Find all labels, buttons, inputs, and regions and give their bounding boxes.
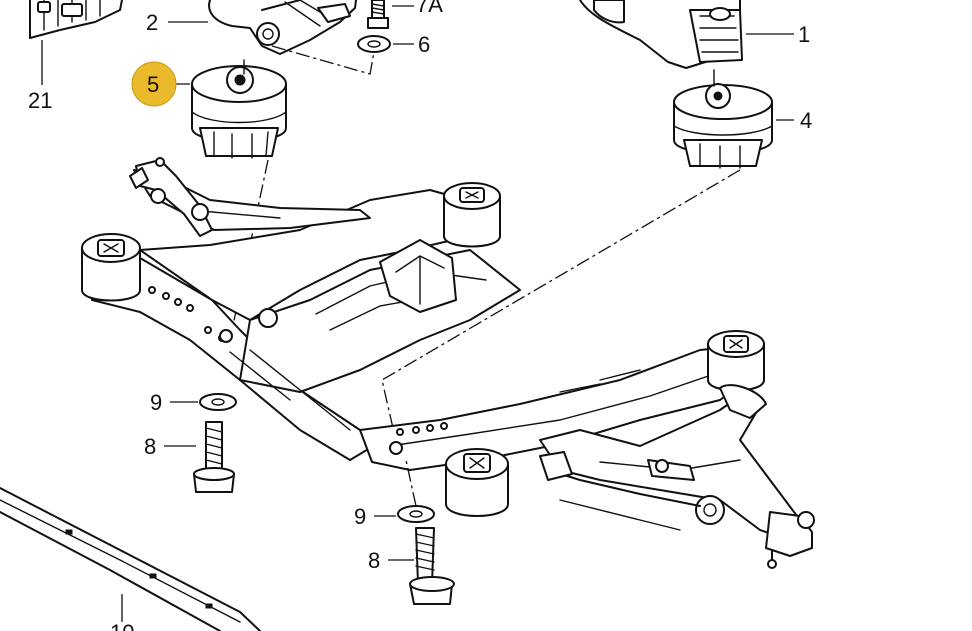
trim-strip-part-10 <box>0 487 261 631</box>
callout-9-right: 9 <box>354 504 366 529</box>
callout-7a: 7A <box>416 0 443 17</box>
body-panel-part-21 <box>29 0 123 85</box>
callout-8-left: 8 <box>144 434 156 459</box>
bushing-rear-left <box>445 448 509 517</box>
callout-4: 4 <box>800 108 812 133</box>
callout-6: 6 <box>418 32 430 57</box>
control-arm-right <box>539 384 815 569</box>
highlight-marker <box>131 61 177 107</box>
callout-1: 1 <box>798 22 810 47</box>
control-arm-left <box>129 157 213 237</box>
engine-mount-left-part-5 <box>166 59 287 331</box>
bolt-part-8-right <box>388 527 455 605</box>
bushing-front-left <box>81 233 141 302</box>
callout-9-left: 9 <box>150 390 162 415</box>
engine-mount-right-part-4 <box>381 69 794 451</box>
highlight-label: 5 <box>147 72 159 97</box>
bolt-part-7a <box>367 0 414 29</box>
engine-bracket-part-2 <box>168 0 357 55</box>
washer-part-9-right <box>374 459 435 523</box>
callout-2: 2 <box>146 10 158 35</box>
bolt-part-8-left <box>164 421 235 493</box>
callout-10: 10 <box>110 620 134 631</box>
callout-8-right: 8 <box>368 548 380 573</box>
callout-labels: 21 2 7A 6 1 4 9 8 9 8 10 <box>28 0 812 631</box>
washer-part-6 <box>271 35 414 75</box>
bushing-rear-right <box>707 330 765 392</box>
highlight-callout-5[interactable]: 5 <box>131 61 177 107</box>
callout-21: 21 <box>28 88 52 113</box>
bushing-front-right <box>443 182 501 248</box>
engine-bracket-part-1 <box>579 0 794 69</box>
washer-part-9-left <box>170 393 237 411</box>
